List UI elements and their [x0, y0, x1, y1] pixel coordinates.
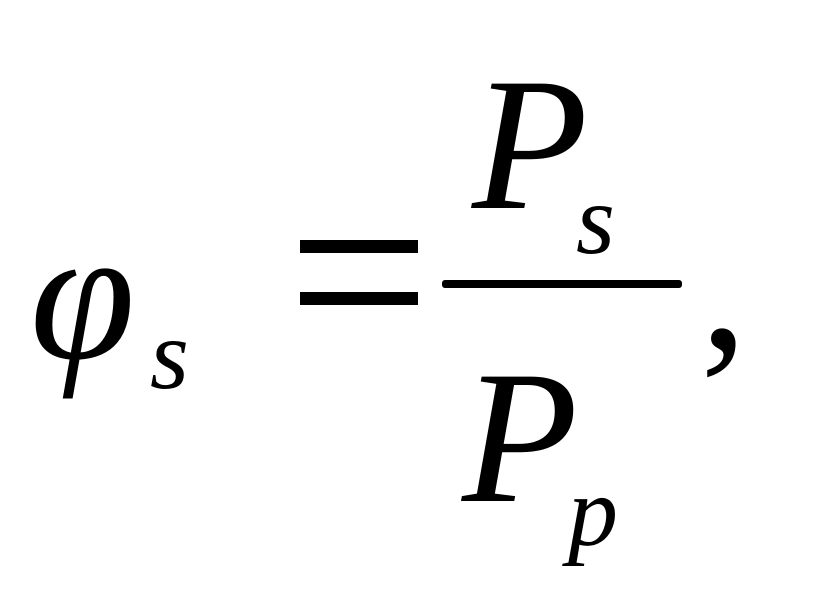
equals-sign-top-bar: [300, 240, 418, 253]
numerator-symbol: P: [472, 40, 589, 250]
denominator-subscript: p: [568, 456, 618, 567]
fraction-bar: [442, 280, 682, 288]
phi-symbol: φ: [30, 190, 136, 400]
phi-subscript: s: [150, 299, 189, 410]
denominator-symbol: P: [462, 333, 579, 543]
numerator-subscript: s: [576, 164, 615, 275]
equals-sign-bottom-bar: [300, 292, 418, 305]
trailing-comma: ,: [700, 180, 748, 390]
